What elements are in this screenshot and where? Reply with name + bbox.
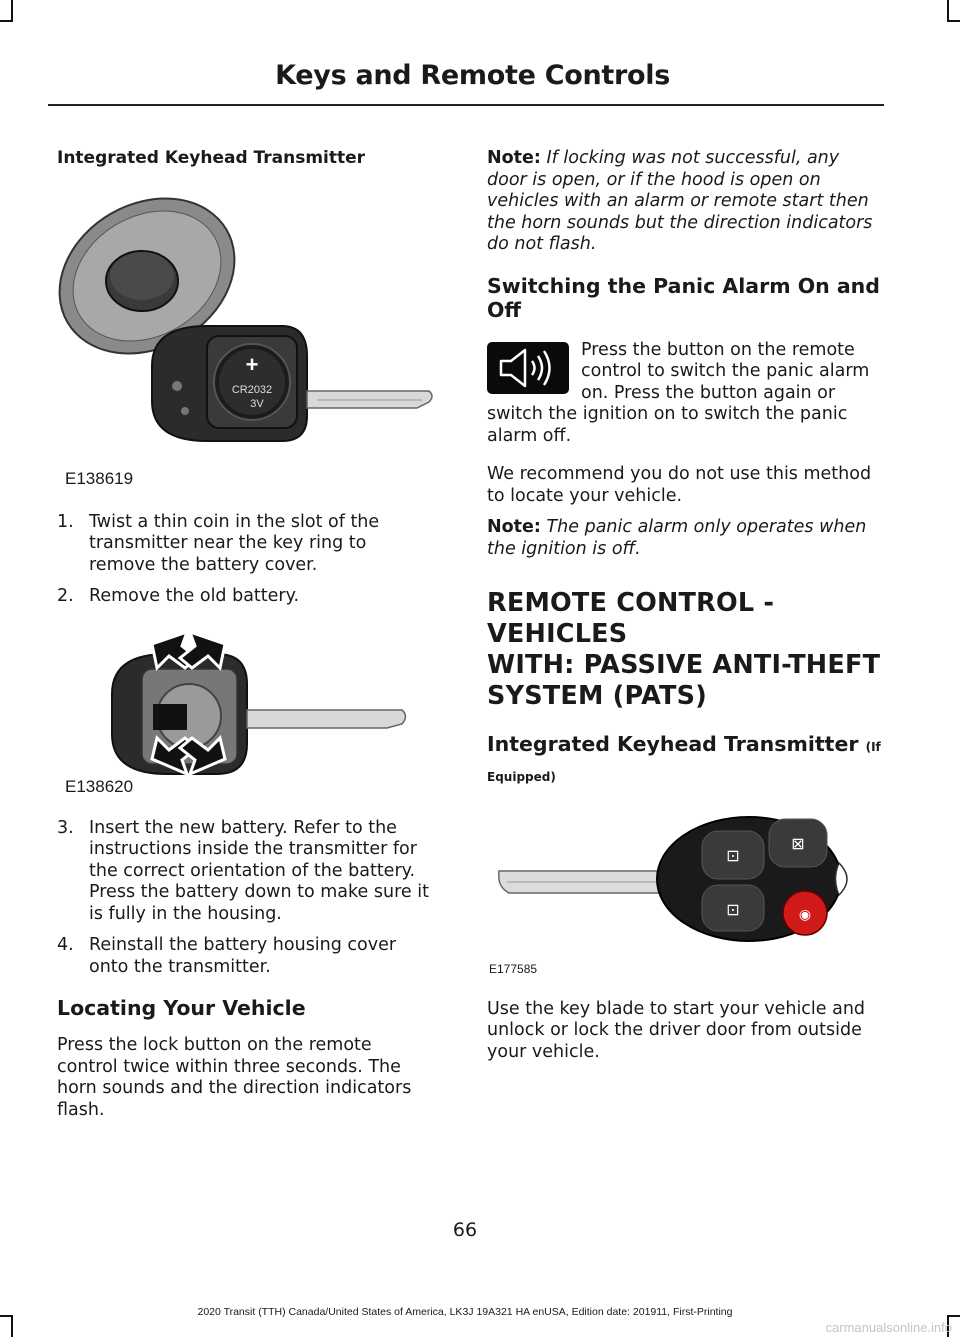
list-item: 1. Twist a thin coin in the slot of the t…: [57, 512, 437, 577]
crop-mark: [947, 20, 960, 22]
battery-model-text: CR2032: [232, 384, 272, 396]
step-number: 4.: [57, 935, 74, 955]
crop-mark: [0, 1315, 13, 1317]
steps-list-a: 1. Twist a thin coin in the slot of the t…: [57, 512, 437, 608]
figure-code: E138619: [65, 468, 134, 488]
step-number: 1.: [57, 511, 74, 532]
crop-mark: [11, 1315, 13, 1337]
note-text: If locking was not successful, any door …: [487, 148, 873, 254]
figure-keyhead-transmitter: ⊡ ⊡ ⊠ ◉ E177585: [487, 811, 882, 1011]
edition-info: 2020 Transit (TTH) Canada/United States …: [197, 1306, 733, 1318]
subsection-title: Integrated Keyhead Transmitter: [487, 732, 859, 756]
blade-text: Use the key blade to start your vehicle …: [487, 998, 866, 1062]
recommend-text: We recommend you do not use this method …: [487, 464, 872, 506]
subsection-qualifier-2: Equipped): [487, 770, 556, 784]
svg-text:⊡: ⊡: [726, 900, 739, 919]
left-column: Integrated Keyhead Transmitter + CR2032 …: [57, 148, 437, 1121]
crop-mark: [0, 20, 13, 22]
subsection-heading: Integrated Keyhead Transmitter (If: [487, 732, 882, 759]
note-paragraph: Note: If locking was not successful, any…: [487, 148, 882, 256]
figure-code: E138620: [65, 776, 134, 796]
note-paragraph: Note: The panic alarm only operates when…: [487, 517, 882, 560]
page-header-title: Keys and Remote Controls: [275, 60, 670, 91]
keyhead-transmitter-illustration: ⊡ ⊡ ⊠ ◉: [497, 815, 848, 942]
step-text: Insert the new battery. Refer to the ins…: [89, 817, 429, 924]
note-text: The panic alarm only operates when the i…: [487, 517, 867, 559]
panic-text: Press the button on the remote control t…: [487, 339, 870, 446]
crop-mark: [947, 1315, 960, 1317]
svg-text:◉: ◉: [799, 907, 811, 923]
list-item: 2. Remove the old battery.: [57, 586, 437, 608]
section-title: Integrated Keyhead Transmitter: [57, 148, 366, 168]
header-divider: [48, 104, 884, 106]
right-column: Note: If locking was not successful, any…: [487, 148, 882, 1063]
list-item: 3. Insert the new battery. Refer to the i…: [57, 818, 437, 926]
svg-text:⊡: ⊡: [726, 846, 739, 865]
battery-plus-symbol: +: [246, 352, 259, 377]
big-title-line: SYSTEM (PATS): [487, 681, 708, 711]
note-label: Note:: [487, 517, 541, 537]
note-label: Note:: [487, 148, 541, 168]
watermark: carmanualsonline.info: [825, 1320, 952, 1335]
battery-voltage-text: 3V: [250, 398, 264, 410]
figure-remove-battery: E138620: [57, 624, 437, 804]
step-text: Reinstall the battery housing cover onto…: [89, 935, 397, 977]
speaker-icon: [487, 341, 569, 394]
steps-list-b: 3. Insert the new battery. Refer to the i…: [57, 818, 437, 979]
step-number: 2.: [57, 586, 74, 606]
page-number: 66: [452, 1219, 478, 1241]
subsection-qualifier: (If: [865, 740, 881, 754]
figure-code: E177585: [489, 961, 538, 976]
panic-block: Press the button on the remote control t…: [487, 340, 882, 448]
section-big-title: REMOTE CONTROL - VEHICLES WITH: PASSIVE …: [487, 588, 882, 712]
crop-mark: [947, 1315, 949, 1337]
panic-heading: Switching the Panic Alarm On and Off: [487, 273, 880, 322]
svg-text:⊠: ⊠: [791, 834, 804, 853]
step-text: Twist a thin coin in the slot of the tra…: [89, 511, 380, 575]
list-item: 4. Reinstall the battery housing cover on…: [57, 935, 437, 978]
big-title-line: REMOTE CONTROL - VEHICLES: [487, 588, 775, 649]
crop-mark: [11, 0, 13, 22]
locating-text: Press the lock button on the remote cont…: [57, 1035, 412, 1120]
step-text: Remove the old battery.: [89, 586, 300, 606]
crop-mark: [947, 0, 949, 22]
locating-heading: Locating Your Vehicle: [57, 996, 306, 1020]
step-number: 3.: [57, 817, 74, 838]
battery-removal-illustration: [111, 629, 407, 777]
figure-battery-cover: + CR2032 3V E138619: [57, 186, 437, 504]
big-title-line: WITH: PASSIVE ANTI-THEFT: [487, 650, 881, 680]
key-battery-illustration: + CR2032 3V: [58, 197, 433, 442]
